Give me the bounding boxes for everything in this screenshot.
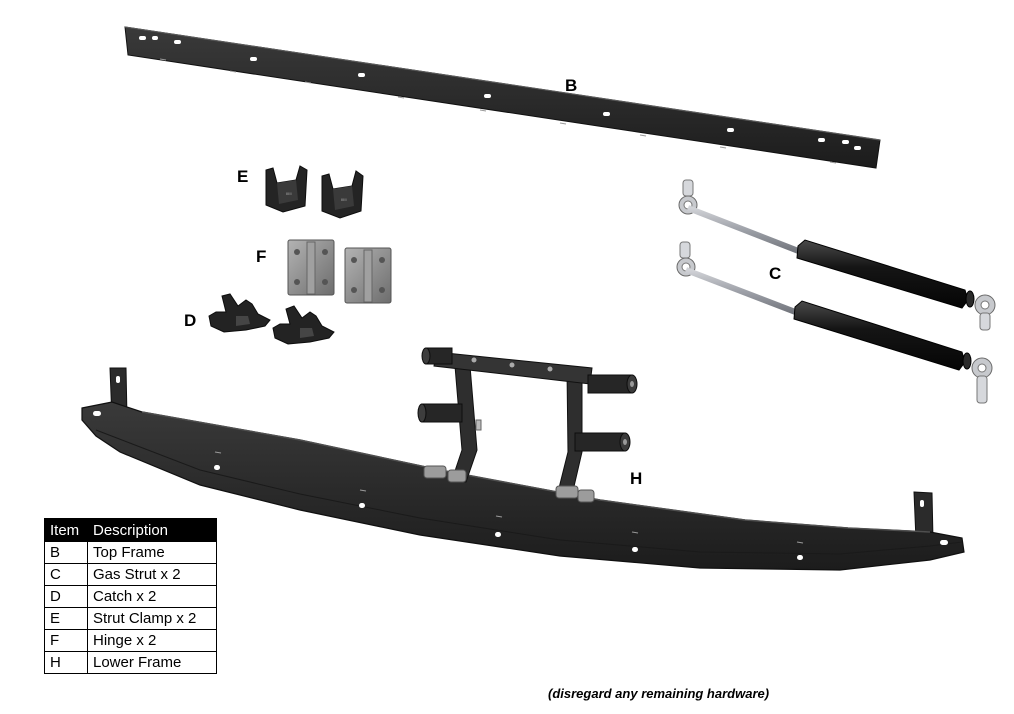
table-row: B Top Frame: [44, 541, 217, 564]
hardware-note: (disregard any remaining hardware): [548, 686, 770, 701]
row-description: Top Frame: [87, 541, 217, 564]
row-description: Hinge x 2: [87, 629, 217, 652]
svg-text:IIIII: IIIII: [341, 197, 347, 202]
callout-h: H: [630, 469, 643, 488]
catch-part: [208, 293, 335, 345]
callout-b: B: [565, 76, 578, 95]
svg-text:IIIII: IIIII: [286, 191, 292, 196]
hinge-part: [287, 239, 392, 304]
table-row: C Gas Strut x 2: [44, 563, 217, 586]
row-item: H: [44, 651, 88, 674]
row-item: B: [44, 541, 88, 564]
table-header-row: Item Description: [44, 518, 217, 542]
row-description: Catch x 2: [87, 585, 217, 608]
row-description: Gas Strut x 2: [87, 563, 217, 586]
top-frame-part: [124, 26, 881, 169]
row-item: F: [44, 629, 88, 652]
row-description: Lower Frame: [87, 651, 217, 674]
strut-clamp-part: IIIII IIIII: [265, 165, 364, 219]
row-item: D: [44, 585, 88, 608]
table-row: D Catch x 2: [44, 585, 217, 608]
callout-d: D: [184, 311, 197, 330]
table-row: F Hinge x 2: [44, 629, 217, 652]
row-description: Strut Clamp x 2: [87, 607, 217, 630]
header-item: Item: [44, 518, 88, 542]
callout-e: E: [237, 167, 249, 186]
callout-f: F: [256, 247, 267, 266]
table-row: H Lower Frame: [44, 651, 217, 674]
callout-c: C: [769, 264, 782, 283]
row-item: C: [44, 563, 88, 586]
parts-table: Item Description B Top Frame C Gas Strut…: [44, 518, 217, 674]
table-row: E Strut Clamp x 2: [44, 607, 217, 630]
header-description: Description: [87, 518, 217, 542]
lower-frame-part: [81, 347, 965, 571]
gas-strut-part: [676, 179, 996, 404]
row-item: E: [44, 607, 88, 630]
